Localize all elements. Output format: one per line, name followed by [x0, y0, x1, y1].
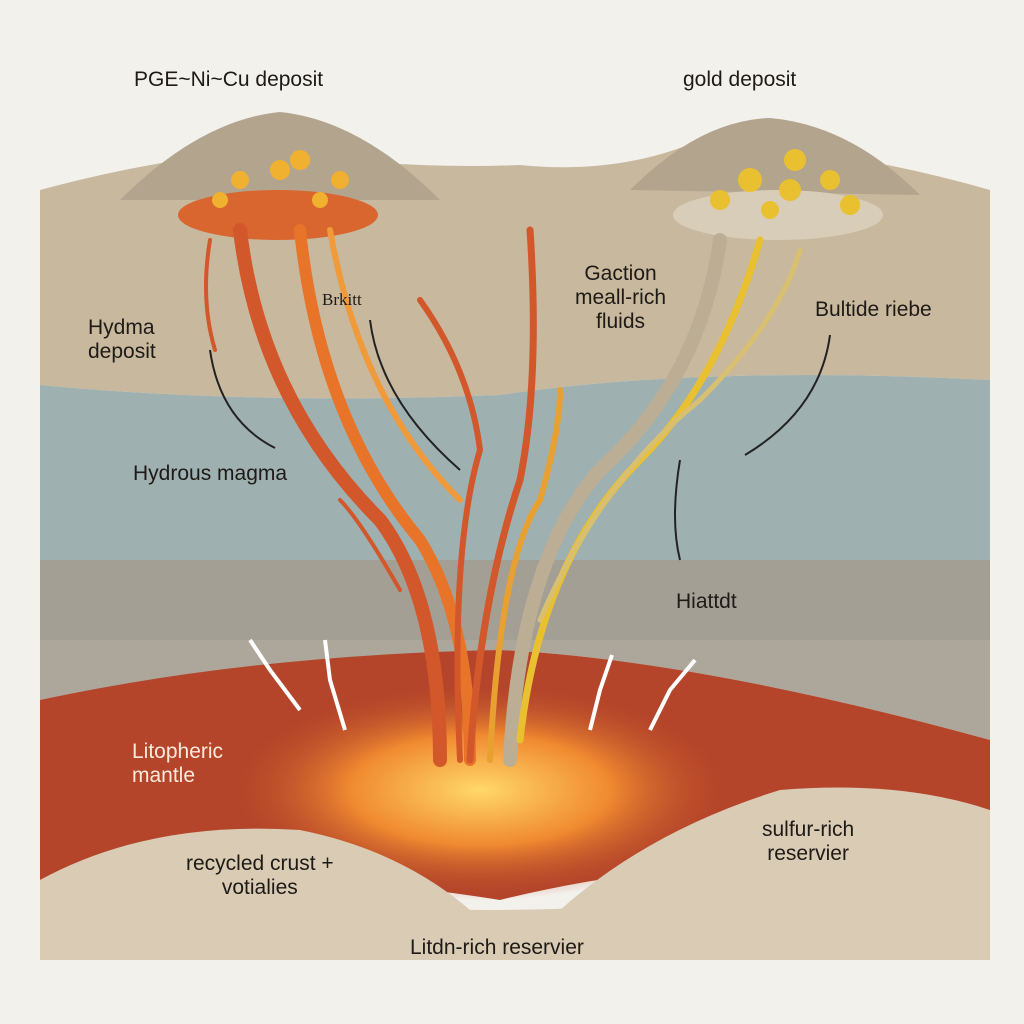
label-line: fluids	[595, 310, 646, 333]
label-line: recycled crust +	[186, 852, 334, 875]
right-volcanic-mound	[630, 118, 920, 195]
gold-nuggets	[710, 149, 860, 219]
label-line: Gaction	[584, 262, 657, 285]
label-hiattdt: Hiattdt	[676, 590, 737, 613]
label-lithium-reservoir: Litdn-rich reservier	[410, 936, 584, 959]
pge-nuggets	[212, 150, 349, 208]
lithium-reservoir-base	[300, 900, 700, 960]
label-bultide: Bultide riebe	[815, 298, 932, 321]
label-brkitt: Brkitt	[322, 290, 362, 309]
label-line: mantle	[132, 764, 196, 787]
pge-deposit-cap	[178, 190, 378, 240]
label-line: deposit	[88, 340, 156, 363]
label-line: reservier	[767, 842, 849, 865]
flow-arrows	[209, 319, 831, 561]
label-line: votialies	[221, 876, 298, 899]
label-recycled-crust: recycled crust +votialies	[186, 852, 334, 900]
magma-conduits	[204, 223, 803, 767]
lower-crust-layer	[40, 560, 990, 740]
left-volcanic-mound	[120, 112, 440, 200]
label-line: Hydma	[88, 316, 155, 339]
white-upwelling-arrows	[248, 638, 697, 731]
label-line: meall-rich	[575, 286, 667, 309]
label-hydrous-magma: Hydrous magma	[133, 462, 288, 485]
label-line: Litopheric	[132, 740, 224, 763]
label-line: sulfur-rich	[762, 818, 855, 841]
label-pge-deposit: PGE~Ni~Cu deposit	[134, 68, 324, 91]
label-gold-deposit: gold deposit	[683, 68, 797, 91]
